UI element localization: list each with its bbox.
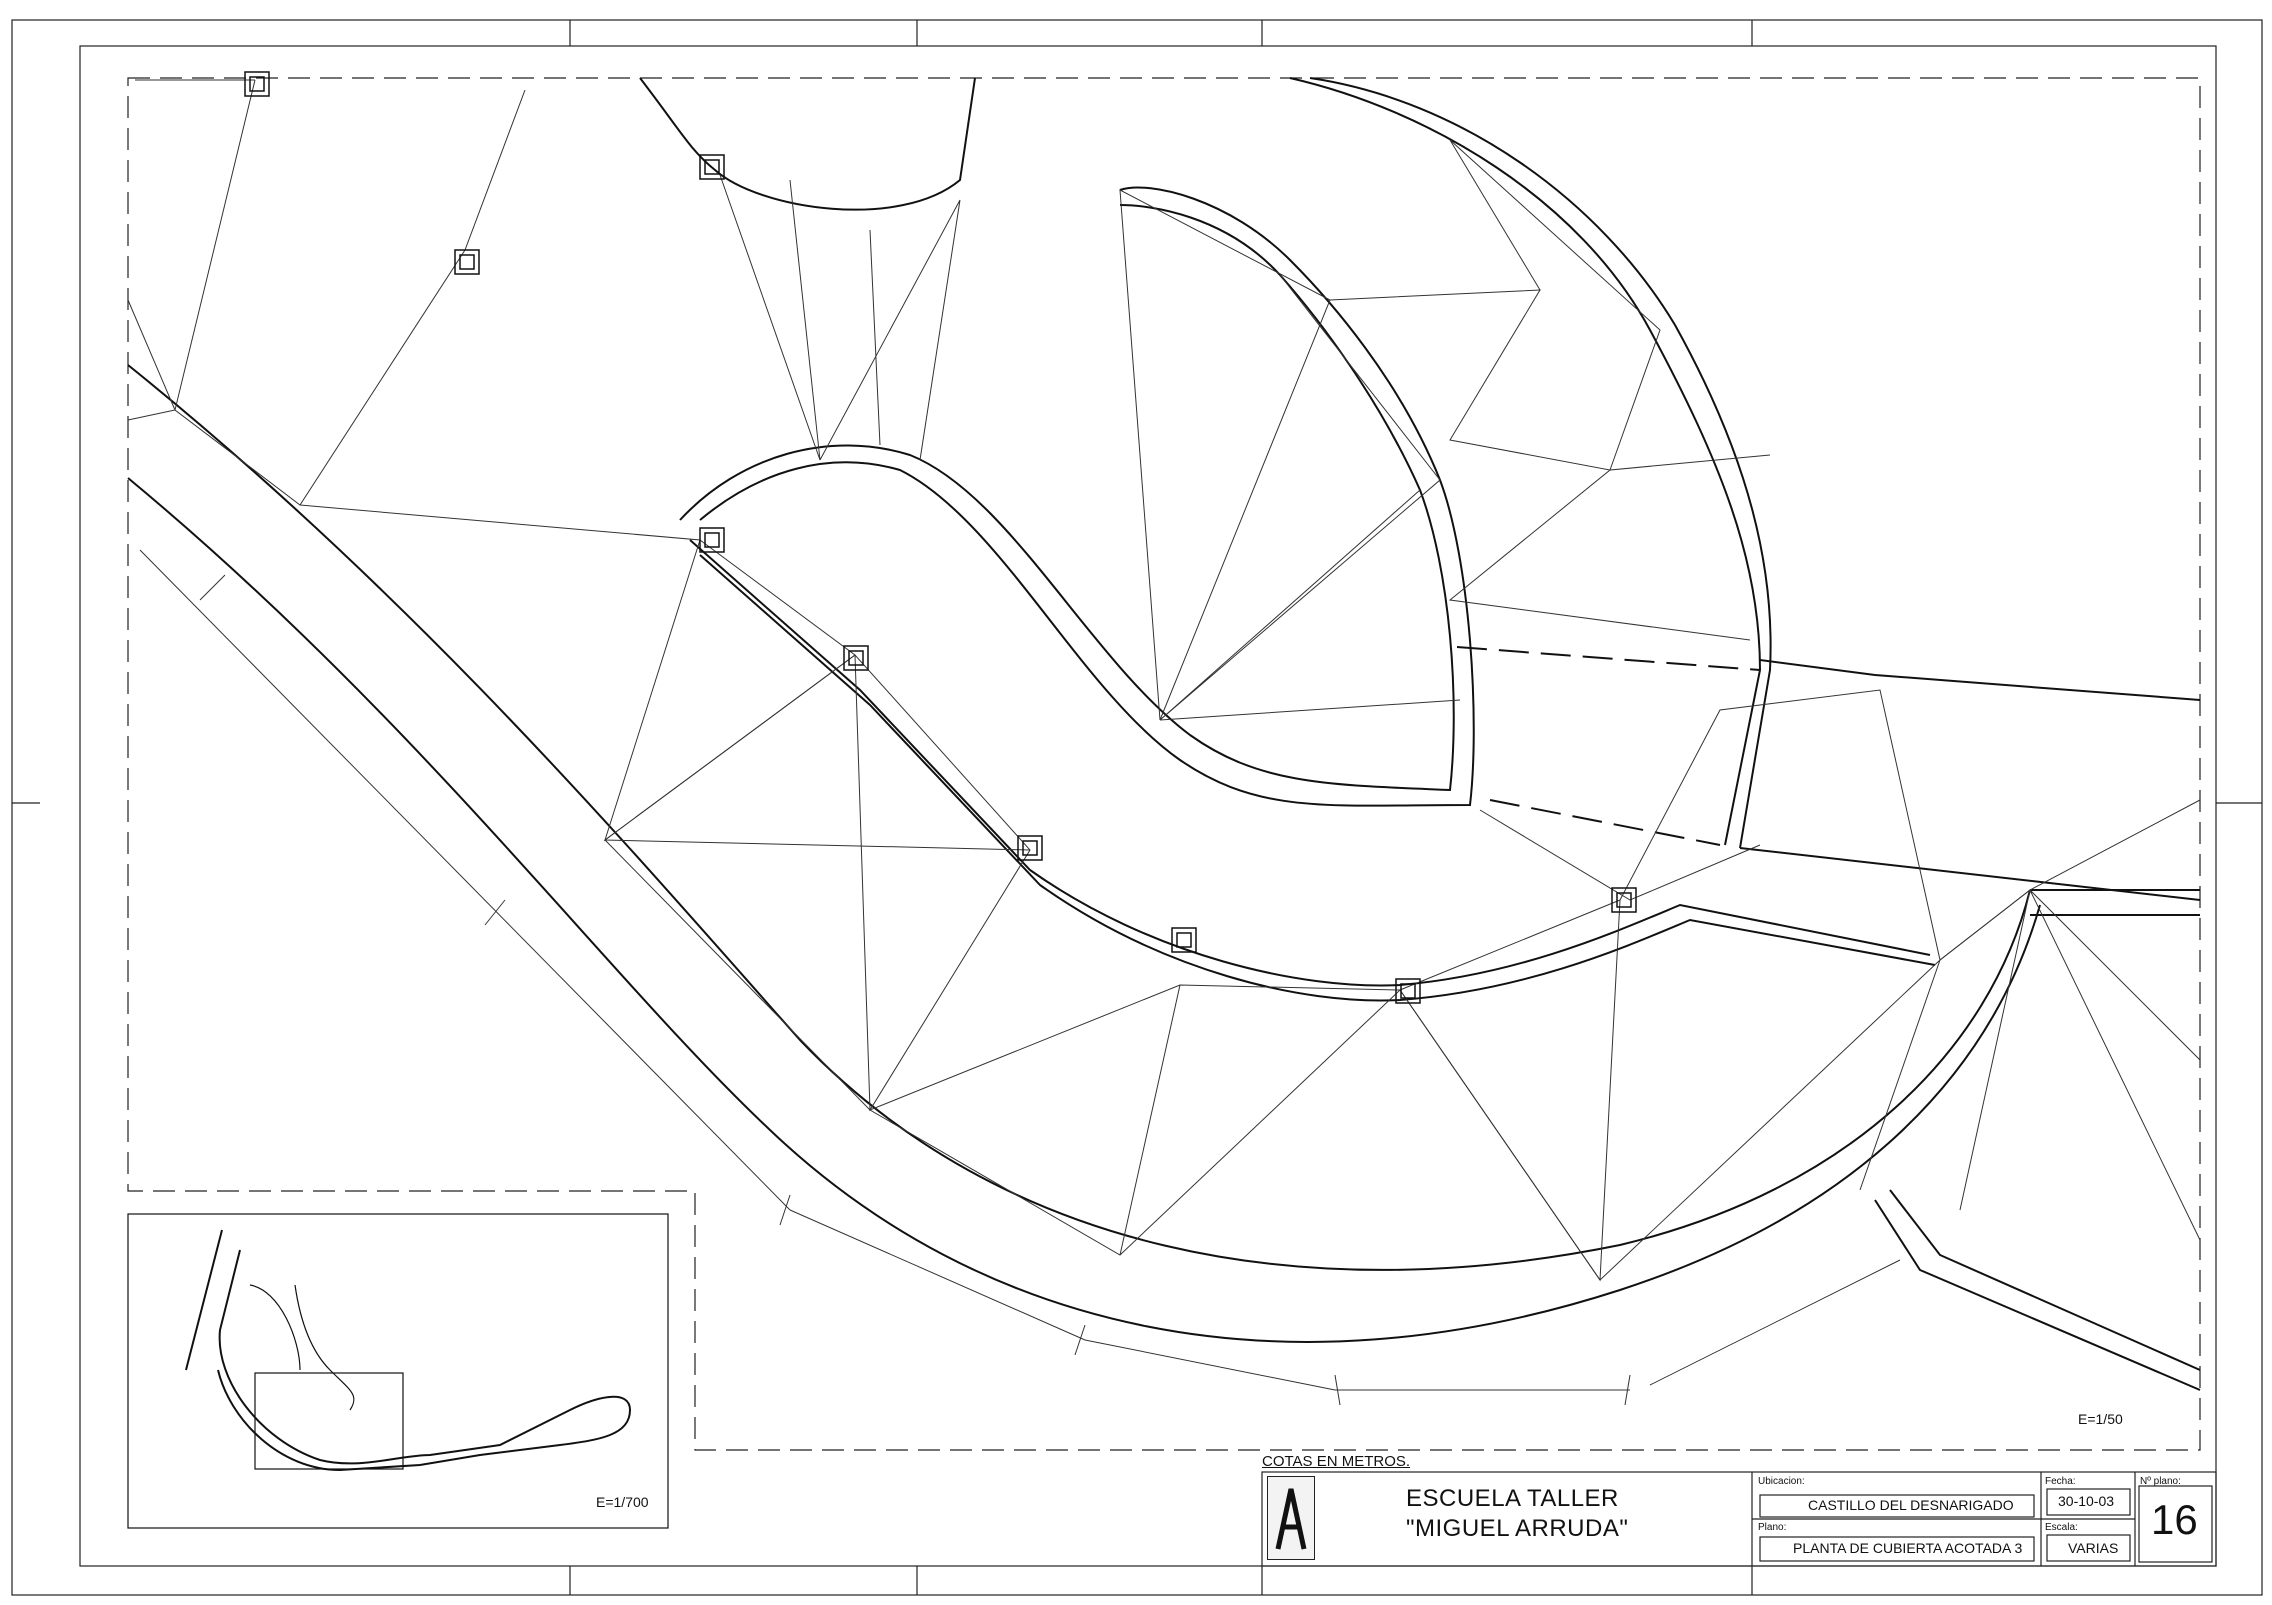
inset-scale-label: E=1/700 bbox=[596, 1494, 649, 1510]
drain bbox=[1395, 978, 1421, 1004]
roof-slope-lines bbox=[127, 79, 2201, 1282]
viewport-dashed-border bbox=[127, 77, 2201, 1451]
outer-curved-wall bbox=[127, 364, 2031, 1271]
school-logo bbox=[1267, 1476, 1315, 1560]
drain bbox=[843, 645, 869, 671]
inset-site-outline bbox=[185, 1229, 632, 1472]
drain bbox=[699, 154, 725, 180]
date-label: Fecha: bbox=[2045, 1476, 2076, 1487]
sheet-number-label: Nº plano: bbox=[2140, 1476, 2181, 1487]
dimension-lines bbox=[139, 549, 1901, 1406]
drain bbox=[1171, 927, 1197, 953]
inset-key-plan bbox=[127, 1213, 669, 1529]
frame-zone-ticks bbox=[12, 20, 2262, 1595]
semicircular-wall bbox=[1289, 77, 1762, 846]
inset-focus-box bbox=[254, 1372, 404, 1470]
school-name-line1: ESCUELA TALLER bbox=[1406, 1485, 1619, 1512]
title-block bbox=[1261, 1471, 2217, 1567]
logo-a-glyph-icon bbox=[1275, 1488, 1307, 1550]
drain bbox=[1017, 835, 1043, 861]
plan-label: Plano: bbox=[1758, 1522, 1787, 1533]
drain bbox=[1611, 887, 1637, 913]
inner-frame bbox=[79, 45, 2217, 1567]
main-scale-label: E=1/50 bbox=[2078, 1411, 2123, 1427]
drain bbox=[244, 71, 270, 97]
outer-frame bbox=[11, 19, 2263, 1596]
roof-drains bbox=[244, 71, 1637, 1004]
inner-winding-wall bbox=[639, 77, 976, 211]
inset-frame bbox=[127, 1213, 669, 1529]
drain bbox=[699, 527, 725, 553]
location-label: Ubicacion: bbox=[1758, 1476, 1805, 1487]
units-note: COTAS EN METROS. bbox=[1262, 1453, 1411, 1470]
date-value: 30-10-03 bbox=[2058, 1493, 2115, 1509]
plan-value: PLANTA DE CUBIERTA ACOTADA 3 bbox=[1793, 1540, 2023, 1556]
location-value: CASTILLO DEL DESNARIGADO bbox=[1808, 1497, 2014, 1513]
school-name-line2: "MIGUEL ARRUDA" bbox=[1406, 1515, 1629, 1542]
roof-plan-drawing bbox=[127, 77, 2201, 1391]
scale-label: Escala: bbox=[2045, 1522, 2078, 1533]
drain bbox=[454, 249, 480, 275]
scale-value: VARIAS bbox=[2068, 1540, 2119, 1556]
sheet-number: 16 bbox=[2151, 1496, 2198, 1543]
